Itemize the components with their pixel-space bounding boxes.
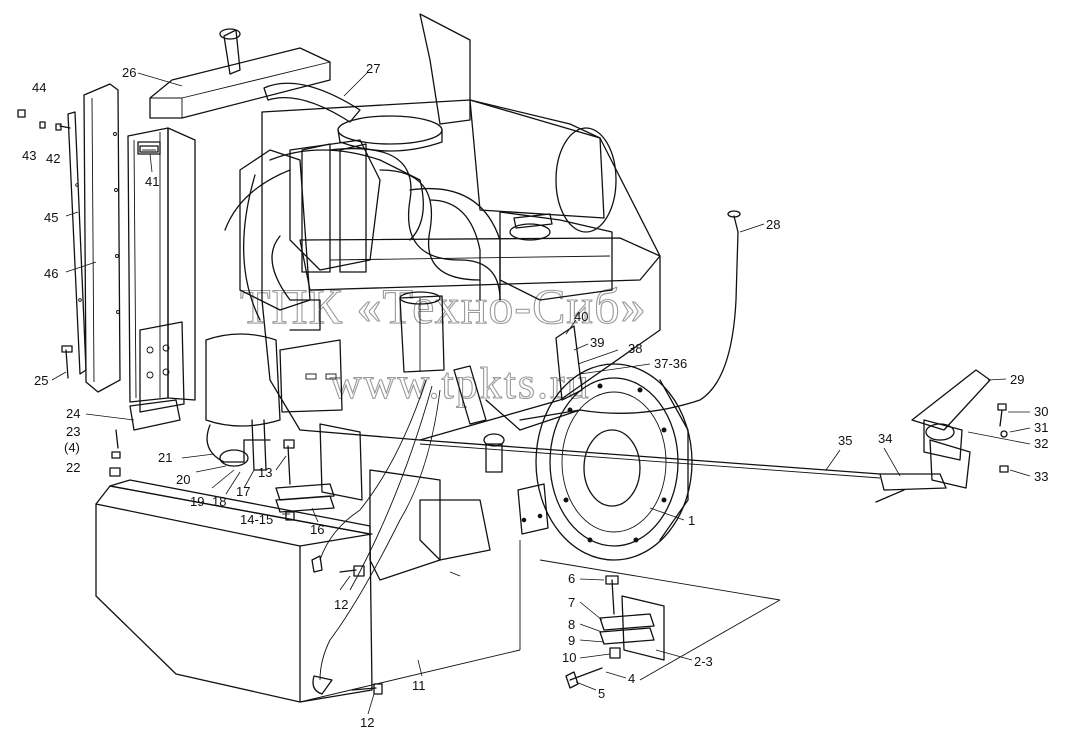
callout-2-3: 2-3: [694, 654, 713, 669]
callout-4: 4: [628, 671, 635, 686]
callout-22: 22: [66, 460, 80, 475]
callout-43: 43: [22, 148, 36, 163]
callout-37-36: 37-36: [654, 356, 687, 371]
callout-12-lower: 12: [360, 715, 374, 730]
callout-45: 45: [44, 210, 58, 225]
callout-14-15: 14-15: [240, 512, 273, 527]
callout-9: 9: [568, 633, 575, 648]
callout-40: 40: [574, 309, 588, 324]
callout-10: 10: [562, 650, 576, 665]
callout-6: 6: [568, 571, 575, 586]
air-filter: [263, 82, 501, 301]
callout-23: 23: [66, 424, 80, 439]
callout-1: 1: [688, 513, 695, 528]
callout-25: 25: [34, 373, 48, 388]
callout-30: 30: [1034, 404, 1048, 419]
callout-44: 44: [32, 80, 46, 95]
callout-33: 33: [1034, 469, 1048, 484]
callout-18: 18: [212, 494, 226, 509]
callout-39: 39: [590, 335, 604, 350]
callout-21: 21: [158, 450, 172, 465]
callout-27: 27: [366, 61, 380, 76]
callout-32: 32: [1034, 436, 1048, 451]
callout-34: 34: [878, 431, 892, 446]
callout-7: 7: [568, 595, 575, 610]
watermark-url: www.tpkts.ru: [330, 359, 591, 408]
callout-41: 41: [145, 174, 159, 189]
coolant-tank: [205, 333, 281, 471]
callout-17: 17: [236, 484, 250, 499]
callout-26: 26: [122, 65, 136, 80]
engine-mount-right: [539, 559, 781, 689]
callout-31: 31: [1034, 420, 1048, 435]
callout-16: 16: [310, 522, 324, 537]
callout-19: 19: [190, 494, 204, 509]
radiator: [127, 28, 331, 431]
callout-46: 46: [44, 266, 58, 281]
watermark: ТПК «Техно-Сиб» www.tpkts.ru: [239, 277, 646, 408]
throttle-bracket: [453, 325, 583, 473]
callout-28: 28: [766, 217, 780, 232]
flywheel-housing: [517, 363, 693, 561]
leader-lines: [51, 71, 1031, 715]
fasteners: [17, 109, 383, 695]
callout-20: 20: [176, 472, 190, 487]
callout-8: 8: [568, 617, 575, 632]
callout-24: 24: [66, 406, 80, 421]
engine-block: [224, 13, 661, 581]
callout-29: 29: [1010, 372, 1024, 387]
wiring: [319, 379, 441, 681]
callout-4-paren: (4): [64, 440, 80, 455]
engine-mount-left: [275, 423, 363, 521]
callout-13: 13: [258, 465, 272, 480]
callout-11: 11: [412, 678, 426, 693]
callout-5: 5: [598, 686, 605, 701]
callout-42: 42: [46, 151, 60, 166]
throttle-linkage: [419, 210, 1009, 503]
callout-12-upper: 12: [334, 597, 348, 612]
callouts: 44 43 42 26 27 41 45 46 28 25 40 39 38 3…: [22, 61, 1048, 730]
fuel-tank: [95, 479, 521, 703]
callout-38: 38: [628, 341, 642, 356]
callout-35: 35: [838, 433, 852, 448]
radiator-side-panel: [67, 83, 121, 393]
